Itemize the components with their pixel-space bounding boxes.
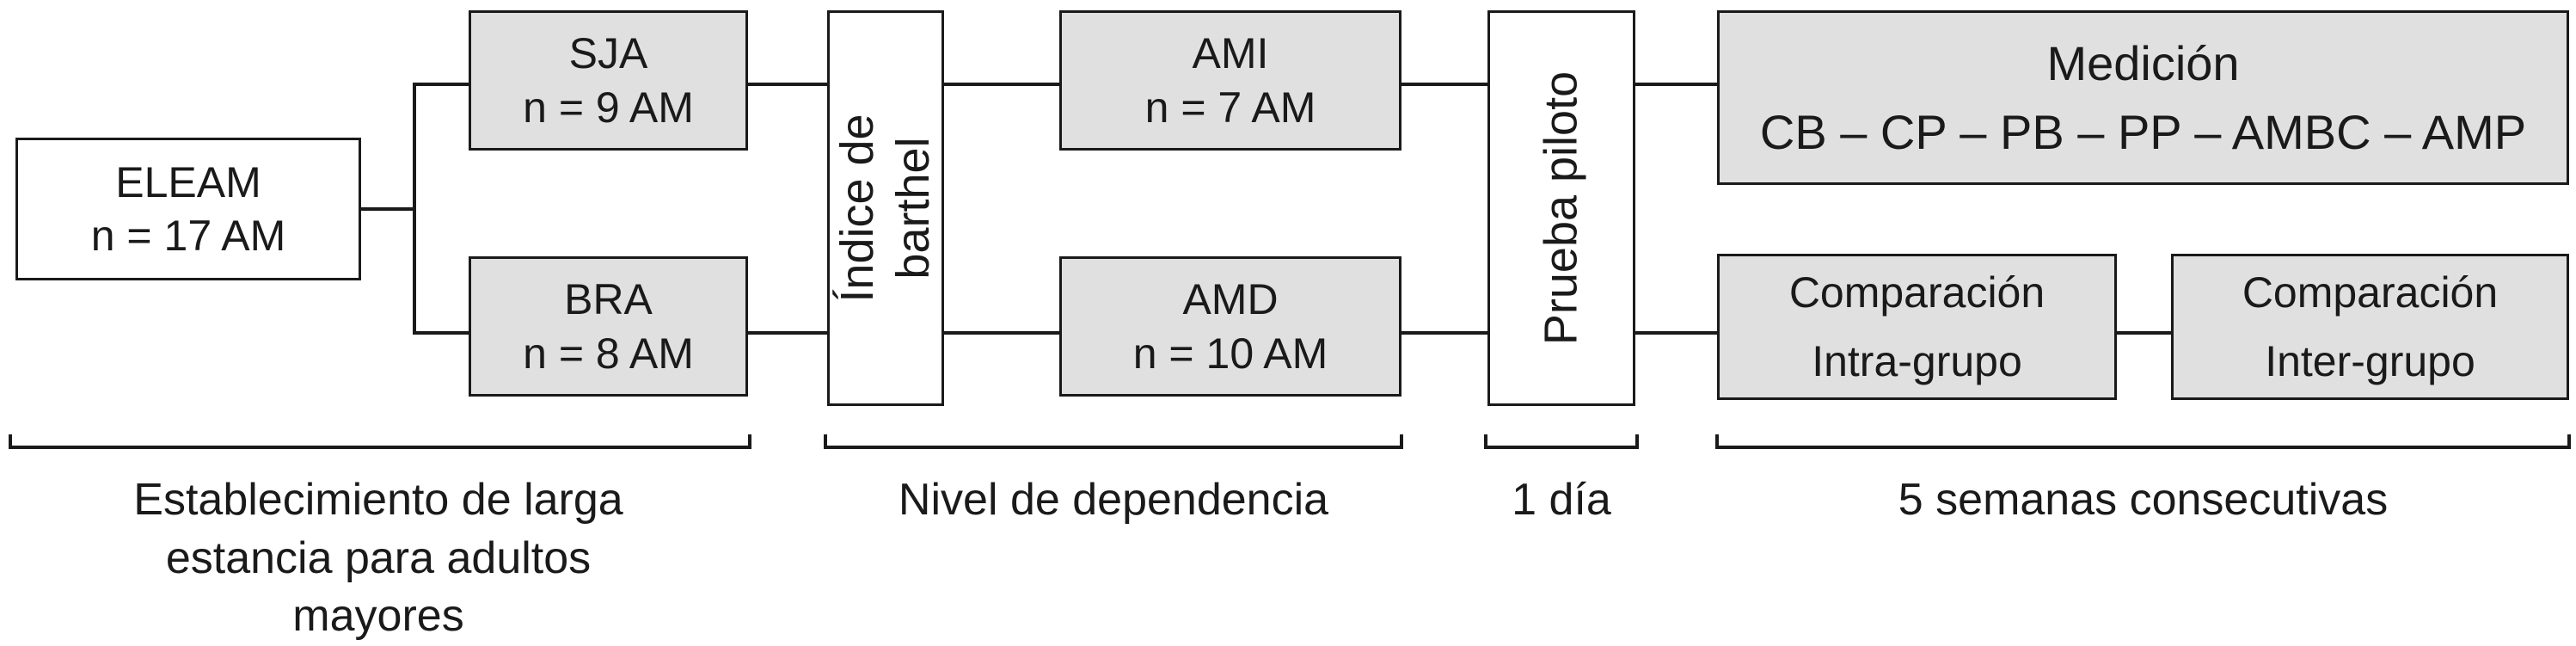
phase-label-establecimiento: Establecimiento de larga estancia para a… — [26, 471, 731, 646]
bracket-establecimiento — [9, 434, 751, 449]
phase-label-semanas: 5 semanas consecutivas — [1898, 475, 2389, 525]
bracket-semanas — [1715, 434, 2571, 449]
sja-title: SJA — [568, 29, 648, 77]
ami-count: n = 7 AM — [1144, 83, 1316, 132]
eleam-title: ELEAM — [115, 157, 261, 206]
inter-box: Comparación Inter-grupo — [2171, 254, 2569, 400]
amd-title: AMD — [1182, 275, 1279, 323]
phase-label-un-dia: 1 día — [1512, 475, 1611, 525]
barthel-line1: Índice de — [831, 114, 884, 303]
intra-title: Comparación — [1788, 268, 2045, 317]
ami-title: AMI — [1192, 29, 1269, 77]
amd-box: AMD n = 10 AM — [1059, 256, 1401, 397]
inter-subtitle: Inter-grupo — [2265, 337, 2475, 385]
phase-label-dependencia: Nivel de dependencia — [898, 475, 1329, 525]
bracket-dependencia — [824, 434, 1403, 449]
medicion-title: Medición — [2046, 35, 2240, 90]
sja-box: SJA n = 9 AM — [469, 10, 748, 151]
amd-count: n = 10 AM — [1132, 329, 1328, 378]
barthel-line2: barthel — [887, 137, 939, 280]
eleam-box: ELEAM n = 17 AM — [15, 138, 361, 280]
medicion-variables: CB – CP – PB – PP – AMBC – AMP — [1759, 104, 2527, 159]
bracket-un-dia — [1484, 434, 1639, 449]
bra-box: BRA n = 8 AM — [469, 256, 748, 397]
phase-establecimiento-line3: mayores — [292, 591, 464, 642]
intra-subtitle: Intra-grupo — [1812, 337, 2022, 385]
intra-box: Comparación Intra-grupo — [1717, 254, 2117, 400]
barthel-text: Índice de barthel — [830, 114, 941, 302]
piloto-box: Prueba piloto — [1487, 10, 1635, 406]
bra-count: n = 8 AM — [523, 329, 694, 378]
eleam-count: n = 17 AM — [90, 212, 286, 260]
phase-establecimiento-line2: estancia para adultos — [165, 532, 592, 583]
sja-count: n = 9 AM — [523, 83, 694, 132]
piloto-text: Prueba piloto — [1535, 71, 1587, 346]
medicion-box: Medición CB – CP – PB – PP – AMBC – AMP — [1717, 10, 2569, 185]
barthel-box: Índice de barthel — [827, 10, 944, 406]
phase-establecimiento-line1: Establecimiento de larga — [133, 475, 623, 525]
ami-box: AMI n = 7 AM — [1059, 10, 1401, 151]
bra-title: BRA — [564, 275, 653, 323]
inter-title: Comparación — [2242, 268, 2499, 317]
